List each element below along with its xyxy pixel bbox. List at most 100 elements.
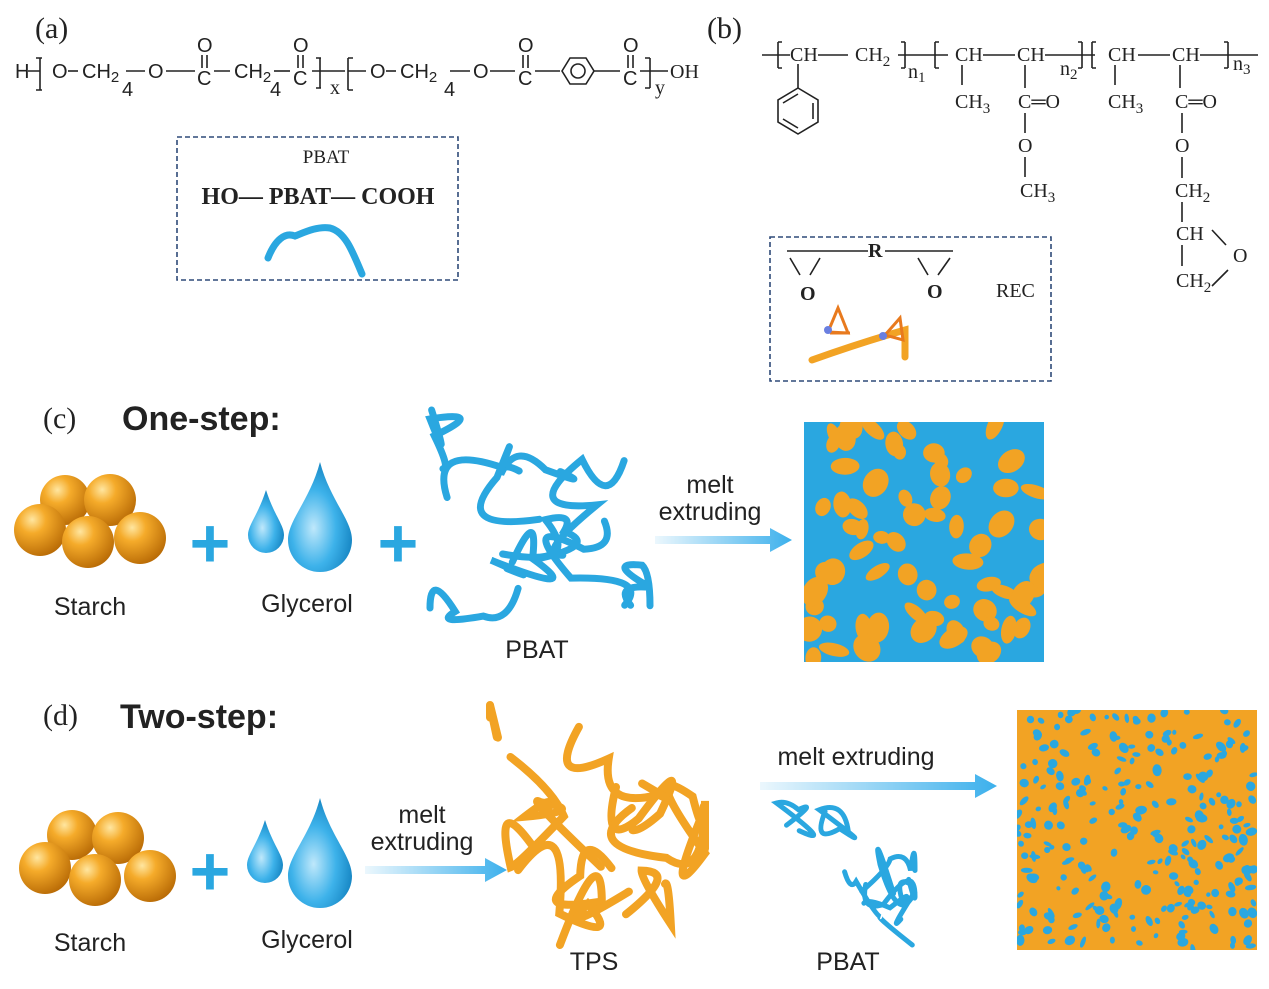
phase-domain [1114,767,1122,775]
phase-domain [1224,719,1231,726]
phase-domain [1130,926,1137,932]
phase-domain [1145,915,1153,927]
phase-domain [1099,914,1109,924]
phase-domain [1220,710,1229,715]
rec-chain-icon [808,304,909,364]
phase-domain [923,610,945,627]
phase-domain [1020,763,1027,770]
phase-domain [1052,806,1058,816]
subscript: n1 [908,61,926,86]
phase-domain [1204,835,1214,844]
phase-domain [1249,865,1257,874]
phase-domain [1018,840,1024,847]
polymer-chain [859,850,918,894]
atom: CH [1017,44,1045,66]
phase-domain [1168,844,1178,853]
phase-domain [1044,820,1053,830]
pbat-label: PBAT [505,636,568,664]
phase-domain [1056,770,1064,782]
phase-domain [1141,885,1152,895]
atom: OH [670,61,699,83]
phase-domain [1209,910,1215,919]
arrow-label: melt extruding [777,743,934,771]
phase-domain [1238,833,1248,846]
phase-domain [1180,854,1186,860]
phase-domain [1049,844,1055,850]
phase-domain [1080,728,1091,736]
panel-c: (c) One-step: Starch + Glycerol + PBAT m… [14,400,1044,664]
phase-domain [1129,914,1136,920]
glycerol-label: Glycerol [261,590,353,618]
phase-domain [1046,767,1055,776]
polymer-chain [549,453,628,559]
phase-domain [818,642,850,657]
phase-domain [1021,852,1029,860]
phase-domain [1110,848,1118,857]
phase-domain [1032,729,1042,738]
phase-domain [1232,824,1242,834]
atom: CH2 [855,44,890,70]
arrow-right-icon [760,774,997,798]
phase-domain [973,599,997,622]
polymer-chain [622,866,676,939]
phase-domain [1194,810,1204,821]
phase-domain [1087,742,1098,750]
phase-domain [1208,797,1216,806]
phase-domain [997,449,1025,474]
phase-domain [1029,854,1041,860]
phase-domain [1199,792,1204,801]
phase-domain [955,467,972,484]
phase-domain [1109,936,1115,944]
phase-domain [1178,921,1186,929]
phase-domain [904,602,928,624]
phase-domain [1172,729,1177,735]
phase-domain [1135,805,1147,815]
phase-domain [1146,859,1156,865]
one-step-morphology [804,422,1044,662]
phase-domain [1079,936,1087,948]
phase-domain [1157,858,1163,865]
phase-domain [1225,740,1234,749]
phase-domain [1072,710,1081,714]
phase-domain [1085,902,1095,911]
phase-domain [1188,898,1196,906]
phase-domain [1080,837,1088,845]
phase-domain [1040,784,1046,790]
phase-domain [855,519,869,540]
starch-granules-icon [14,474,166,568]
phase-domain [1085,864,1092,872]
phase-domain [1120,788,1127,796]
phase-domain [1228,907,1237,917]
phase-domain [849,540,874,561]
phase-domain [885,431,904,457]
polymer-chain [875,846,918,926]
polymer-chain [426,584,522,624]
phase-domain [1068,924,1078,931]
atom: CH2 [234,61,271,86]
atom: CH [955,44,983,66]
phase-domain [971,636,994,659]
phase-domain [1226,808,1232,816]
phase-domain [1062,843,1071,852]
pbat-label: PBAT [816,948,879,976]
phase-domain [1054,723,1061,731]
atom: O [518,35,534,57]
phase-domain [1211,888,1220,898]
phase-domain [1017,899,1024,909]
arrow-label: melt [398,801,445,829]
phase-domain [1229,942,1236,949]
phase-domain [1236,801,1242,808]
phase-domain [1147,713,1156,723]
atom: O [52,61,68,83]
phase-domain [976,576,1001,592]
arrow-label: extruding [371,828,474,856]
phase-domain [1246,781,1256,792]
phase-domain [873,530,890,544]
panel-d: (d) Two-step: Starch + Glycerol melt ext… [19,698,1257,976]
phase-domain [1059,749,1070,757]
atom: CH3 [1108,91,1143,117]
phase-domain [1037,717,1045,724]
phase-domain [1174,881,1180,887]
atom: CH [1172,44,1200,66]
phase-domain [1109,731,1118,742]
